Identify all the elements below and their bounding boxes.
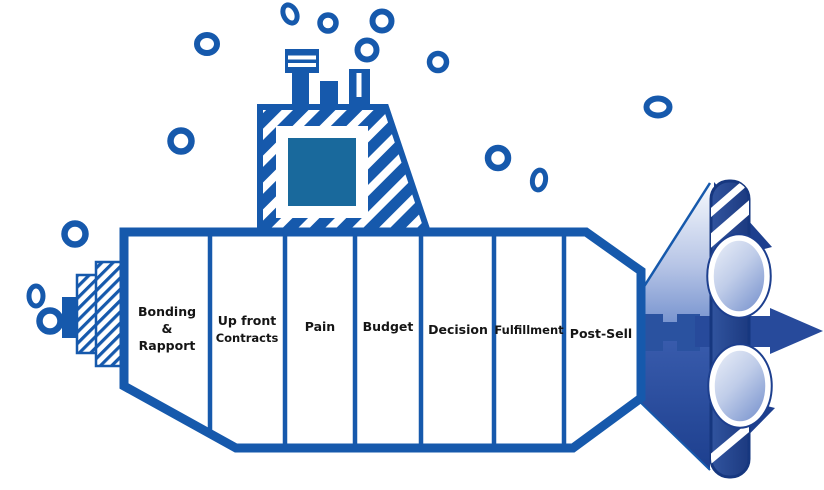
bubble-icon xyxy=(426,50,450,74)
stern-coupler xyxy=(640,314,700,351)
compartment-upfront-contracts: Up front Contracts xyxy=(216,313,279,345)
bubble-icon xyxy=(280,2,300,26)
svg-text:Up front: Up front xyxy=(218,313,277,328)
window-icon xyxy=(288,138,356,206)
stern-cone-lower xyxy=(638,332,710,470)
bubble-icon xyxy=(354,37,380,63)
periscope-antenna-icon xyxy=(349,69,370,114)
bubble-icon xyxy=(26,283,46,309)
compartment-budget: Budget xyxy=(363,319,414,334)
compartment-pain: Pain xyxy=(305,319,335,334)
svg-text:Contracts: Contracts xyxy=(216,331,279,345)
conning-tower xyxy=(257,104,433,235)
bow-ring-icon xyxy=(36,307,64,335)
bubble-icon xyxy=(167,127,195,155)
bow-step-hatched-small xyxy=(75,273,99,355)
compartment-dividers xyxy=(207,232,567,448)
stern-cone-edge-bottom xyxy=(637,399,711,471)
propeller-hub-cone xyxy=(770,308,823,354)
bubble-icon xyxy=(61,220,89,248)
compartment-fulfillment: Fulfillment xyxy=(494,323,564,337)
stern-cone-upper xyxy=(638,183,710,332)
stern-section xyxy=(636,179,823,479)
svg-text:Bonding: Bonding xyxy=(138,304,196,319)
compartment-decision: Decision xyxy=(428,322,488,337)
bubble-icon xyxy=(529,167,549,193)
compartment-labels: Bonding & Rapport Up front Contracts Pai… xyxy=(138,304,632,353)
bubble-icon xyxy=(194,32,220,56)
propeller-blade-lower xyxy=(707,343,773,429)
propeller-blade-upper xyxy=(706,233,772,319)
bow-section xyxy=(36,260,127,368)
bubble-icon xyxy=(369,8,395,34)
bubbles xyxy=(26,2,673,309)
bow-step-solid xyxy=(62,297,80,338)
periscope-main-icon xyxy=(285,49,319,114)
bubble-icon xyxy=(643,95,673,119)
svg-text:&: & xyxy=(162,321,173,336)
submarine-hull xyxy=(119,227,646,453)
compartment-bonding-rapport: Bonding & Rapport xyxy=(138,304,196,353)
svg-text:Rapport: Rapport xyxy=(139,338,196,353)
bubble-icon xyxy=(484,144,512,172)
compartment-post-sell: Post-Sell xyxy=(570,326,632,341)
stern-cone-edge-top xyxy=(636,182,712,297)
bubble-icon xyxy=(317,12,339,34)
